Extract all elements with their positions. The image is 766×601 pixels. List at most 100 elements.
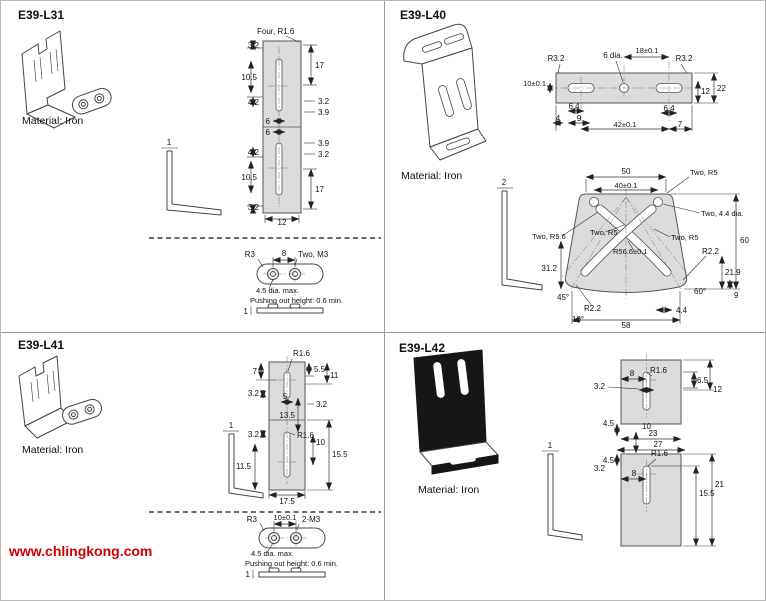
dimension-label: 3.9 xyxy=(318,139,330,148)
panel-title-e39-l42: E39-L42 xyxy=(399,341,446,355)
bracket-illustration-l31 xyxy=(21,30,112,129)
dimension-label: 31.2 xyxy=(541,264,557,273)
dimension-label: 17.5 xyxy=(279,497,295,506)
dimension-label: 6.4 xyxy=(568,102,580,111)
dimension-label: 10±0.1 xyxy=(523,79,546,88)
dimension-label: 22 xyxy=(717,84,726,93)
dimension-label: 1 xyxy=(246,570,251,579)
dimension-label: 12 xyxy=(701,87,710,96)
dimension-label: 21 xyxy=(715,480,724,489)
dimension-label: R1.6 xyxy=(650,366,667,375)
dimension-label: 11 xyxy=(330,371,339,380)
dimension-label: 18±0.1 xyxy=(636,46,659,55)
dimension-label: 3.9 xyxy=(318,108,330,117)
dimension-label: 8 xyxy=(630,369,635,378)
dimension-label: 9 xyxy=(734,291,739,300)
dimension-label: 7 xyxy=(253,367,258,376)
dimension-label: 3.2 xyxy=(594,464,606,473)
dimension-label: 3.2 xyxy=(248,430,260,439)
dimension-label: R2.2 xyxy=(702,247,719,256)
dimension-label: 3.2 xyxy=(318,97,330,106)
dimension-label: Two, R5 xyxy=(590,228,618,237)
front-view-l41 xyxy=(251,356,333,499)
dimension-label: 8 xyxy=(632,469,637,478)
bracket-illustration-l41 xyxy=(18,355,102,439)
dimension-label: 3.2 xyxy=(318,150,330,159)
dimension-label: R3 xyxy=(245,250,256,259)
dimension-label: 8 xyxy=(282,249,287,258)
nut-plate-view-l31 xyxy=(250,256,324,315)
dimension-label: 60° xyxy=(694,287,706,296)
material-label-e39-l31: Material: Iron xyxy=(22,115,84,127)
dimension-label: Pushing out height: 0.6 min. xyxy=(250,296,343,305)
dimension-label: Two, 4.4 dia. xyxy=(701,209,744,218)
drawing-e39-l41: R1.675.5113.253.213.53.2R1.61015.511.517… xyxy=(18,349,381,579)
dimension-label: Two, R5 xyxy=(690,168,718,177)
dimension-label: 4.5 dia. max. xyxy=(251,549,294,558)
dimension-label: 4.5 xyxy=(603,419,615,428)
dimension-label: Two, M3 xyxy=(298,250,329,259)
dimension-label: 10 xyxy=(316,438,325,447)
front-view-l40 xyxy=(546,53,718,133)
dimension-label: 5 xyxy=(283,392,288,401)
dimension-label: R3 xyxy=(247,515,258,524)
dimension-label: 60 xyxy=(740,236,749,245)
dimension-label: 2-M3 xyxy=(302,515,321,524)
drawing-e39-l31: Four, R1.63.210.54.2173.23.9663.93.24.21… xyxy=(21,27,381,316)
dimension-label: 4.2 xyxy=(248,148,260,157)
dimension-label: Two, R5.6 xyxy=(532,232,566,241)
side-view-l31 xyxy=(161,147,222,216)
dimension-label: 6 xyxy=(266,128,271,137)
dimension-label: 15.5 xyxy=(699,489,715,498)
dimension-label: 10.5 xyxy=(241,73,257,82)
dimension-label: 45° xyxy=(557,293,569,302)
dimension-label: 10° xyxy=(572,315,584,324)
dimension-label: 3.2 xyxy=(248,41,260,50)
dimension-label: 3.2 xyxy=(316,400,328,409)
dimension-label: 10 xyxy=(642,422,651,431)
dimension-label: 12 xyxy=(278,218,287,227)
side-view-l41 xyxy=(223,430,264,499)
dimension-label: R1.6 xyxy=(293,349,310,358)
dimension-label: 21.9 xyxy=(725,268,741,277)
dimension-label: 17 xyxy=(315,61,324,70)
side-view-l40 xyxy=(497,187,543,291)
dimension-label: 10.5 xyxy=(241,173,257,182)
dimension-label: 6.5 xyxy=(697,376,709,385)
front-view-l42 xyxy=(607,354,716,547)
divider-horizontal xyxy=(1,332,765,333)
dimension-label: Pushing out height: 0.6 min. xyxy=(245,559,338,568)
dimension-label: 7 xyxy=(678,120,683,129)
dimension-label: R1.6 xyxy=(651,449,668,458)
dimension-label: R3.2 xyxy=(676,54,693,63)
side-view-l42 xyxy=(542,450,583,541)
dimension-label: 23 xyxy=(649,429,658,438)
dimension-label: Two, R5 xyxy=(671,233,699,242)
dimension-label: 3.2 xyxy=(594,382,606,391)
dimension-label: 3.2 xyxy=(248,203,260,212)
dimension-label: 1 xyxy=(548,441,553,450)
dimension-label: 40±0.1 xyxy=(615,181,638,190)
dimension-label: R3.2 xyxy=(548,54,565,63)
bracket-illustration-l42 xyxy=(413,349,499,475)
dimension-label: 1 xyxy=(229,421,234,430)
dimension-label: R1.6 xyxy=(297,431,314,440)
dimension-label: 6.4 xyxy=(663,104,675,113)
bottom-view-l40 xyxy=(557,173,740,324)
watermark-url: www.chlingkong.com xyxy=(9,543,153,559)
dimension-label: 9 xyxy=(577,114,582,123)
dimension-label: 15.5 xyxy=(332,450,348,459)
dimension-labels-l31: Four, R1.63.210.54.2173.23.9663.93.24.21… xyxy=(167,27,343,316)
dimension-label: 17 xyxy=(315,185,324,194)
dimension-label: Four, R1.6 xyxy=(257,27,295,36)
dimension-label: 6 dia. xyxy=(603,51,623,60)
material-label-e39-l40: Material: Iron xyxy=(401,170,463,182)
dimension-label: 50 xyxy=(622,167,631,176)
